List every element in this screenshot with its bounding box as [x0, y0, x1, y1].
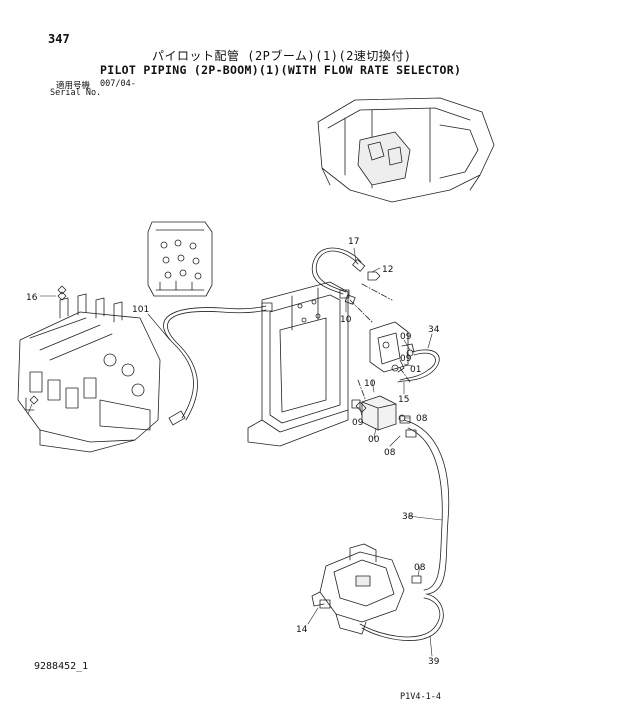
callout-09c: 09 — [352, 418, 364, 428]
serial-label-japanese: 適用号機 — [56, 81, 91, 91]
callout-labels: 17 12 16 101 10 09 34 01 09 10 15 09 08 … — [26, 237, 440, 667]
callout-17: 17 — [348, 237, 359, 247]
callout-34: 34 — [428, 325, 440, 335]
callout-12: 12 — [382, 265, 393, 275]
reference-lines — [349, 283, 411, 413]
callout-14: 14 — [296, 625, 308, 635]
drawing-code: 9288452_1 — [34, 661, 89, 672]
callout-101: 101 — [132, 305, 149, 315]
callout-15: 15 — [398, 395, 409, 405]
page-number: 347 — [48, 32, 70, 46]
callout-01: 01 — [410, 365, 421, 375]
hose-38 — [399, 415, 450, 595]
hose-101 — [163, 302, 273, 426]
callout-39: 39 — [428, 657, 440, 667]
leader-lines — [27, 247, 443, 657]
sheet-code: P1V4-1-4 — [400, 692, 441, 702]
hose-17 — [311, 247, 381, 299]
selector-valve — [369, 321, 415, 373]
control-valve — [17, 285, 161, 453]
fittings — [29, 291, 422, 609]
pilot-valve-block — [147, 221, 213, 297]
callout-16: 16 — [26, 293, 38, 303]
title-japanese: パイロット配管 (2Pブーム)(1)(2速切換付) — [152, 49, 412, 63]
serial-label-english: Serial No. — [50, 88, 102, 98]
callout-08b: 08 — [384, 448, 396, 458]
mounting-bracket — [247, 281, 349, 447]
callout-10a: 10 — [340, 315, 352, 325]
callout-00: 00 — [368, 435, 380, 445]
title-english: PILOT PIPING (2P-BOOM)(1)(WITH FLOW RATE… — [100, 63, 462, 77]
callout-10b: 10 — [364, 379, 376, 389]
serial-number-value: 007/04- — [100, 79, 136, 89]
hose-39 — [359, 593, 444, 641]
callout-08a: 08 — [416, 414, 428, 424]
callout-09a: 09 — [400, 332, 412, 342]
machine-overview-sketch — [317, 97, 495, 203]
flow-selector-valve — [311, 543, 405, 635]
callout-09b: 09 — [400, 354, 412, 364]
solenoid-valve — [351, 395, 406, 431]
callout-38: 38 — [402, 512, 414, 522]
callout-08c: 08 — [414, 563, 426, 573]
